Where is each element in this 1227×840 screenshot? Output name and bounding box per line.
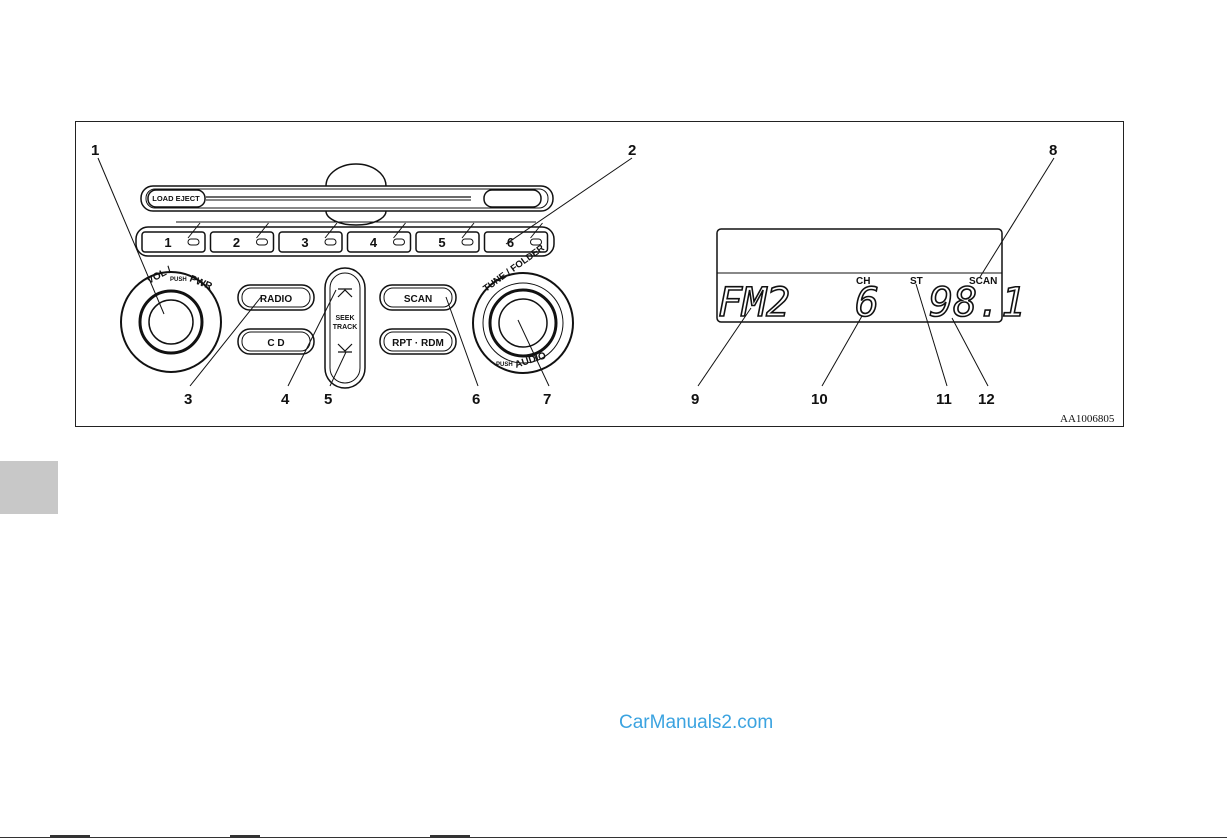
preset-label: 2 [233,235,240,250]
push-label: PUSH [170,277,187,283]
radio-button[interactable]: RADIO [238,285,314,310]
callout-10: 10 [811,391,828,408]
rpt-rdm-label: RPT · RDM [392,338,444,349]
band-readout: FM2 [718,280,790,326]
preset-indicator-icon [188,239,199,245]
watermark: CarManuals2.com [619,712,773,734]
section-tab [0,461,58,514]
preset-button-1[interactable]: 1 [142,232,205,252]
callout-5: 5 [324,391,332,408]
preset-label: 3 [301,235,308,250]
seek-label: SEEK [335,315,354,322]
callout-11: 11 [936,391,952,408]
radio-label: RADIO [260,294,292,305]
track-label: TRACK [333,324,358,331]
tune-audio-knob[interactable]: TUNE / FOLDER PUSH AUDIO [473,243,573,373]
bottom-edge-marks [0,832,1227,840]
preset-label: 5 [438,235,445,250]
callout-2: 2 [628,142,636,159]
load-eject-button[interactable]: LOAD EJECT [148,190,205,207]
preset-button-4[interactable]: 4 [348,232,411,252]
callout-12: 12 [978,391,995,408]
frequency-readout: 98.1 [929,280,1025,326]
preset-indicator-icon [394,239,405,245]
cd-button[interactable]: C D [238,329,314,354]
seek-track-rocker[interactable]: SEEK TRACK [325,268,365,388]
scan-label: SCAN [404,294,432,305]
callout-3: 3 [184,391,192,408]
audio-push-label: PUSH [496,362,513,368]
callout-6: 6 [472,391,480,408]
callout-7: 7 [543,391,551,408]
callout-8: 8 [1049,142,1057,159]
preset-indicator-icon [325,239,336,245]
preset-button-2[interactable]: 2 [211,232,274,252]
scan-button[interactable]: SCAN [380,285,456,310]
part-code: AA1006805 [1060,413,1115,425]
callout-1: 1 [91,142,99,159]
preset-label: 1 [164,235,171,250]
callout-4: 4 [281,391,290,408]
rpt-rdm-button[interactable]: RPT · RDM [380,329,456,354]
preset-indicator-icon [257,239,268,245]
preset-button-3[interactable]: 3 [279,232,342,252]
callout-9: 9 [691,391,699,408]
preset-indicator-icon [462,239,473,245]
preset-button-5[interactable]: 5 [416,232,479,252]
lcd-display: CH ST SCAN FM2 6 98.1 [717,229,1025,326]
channel-readout: 6 [855,280,879,326]
vol-pwr-knob[interactable]: VOL / PUSH PWR [121,265,221,372]
cd-label: C D [267,338,284,349]
load-eject-label: LOAD EJECT [152,194,200,203]
preset-label: 4 [370,235,378,250]
